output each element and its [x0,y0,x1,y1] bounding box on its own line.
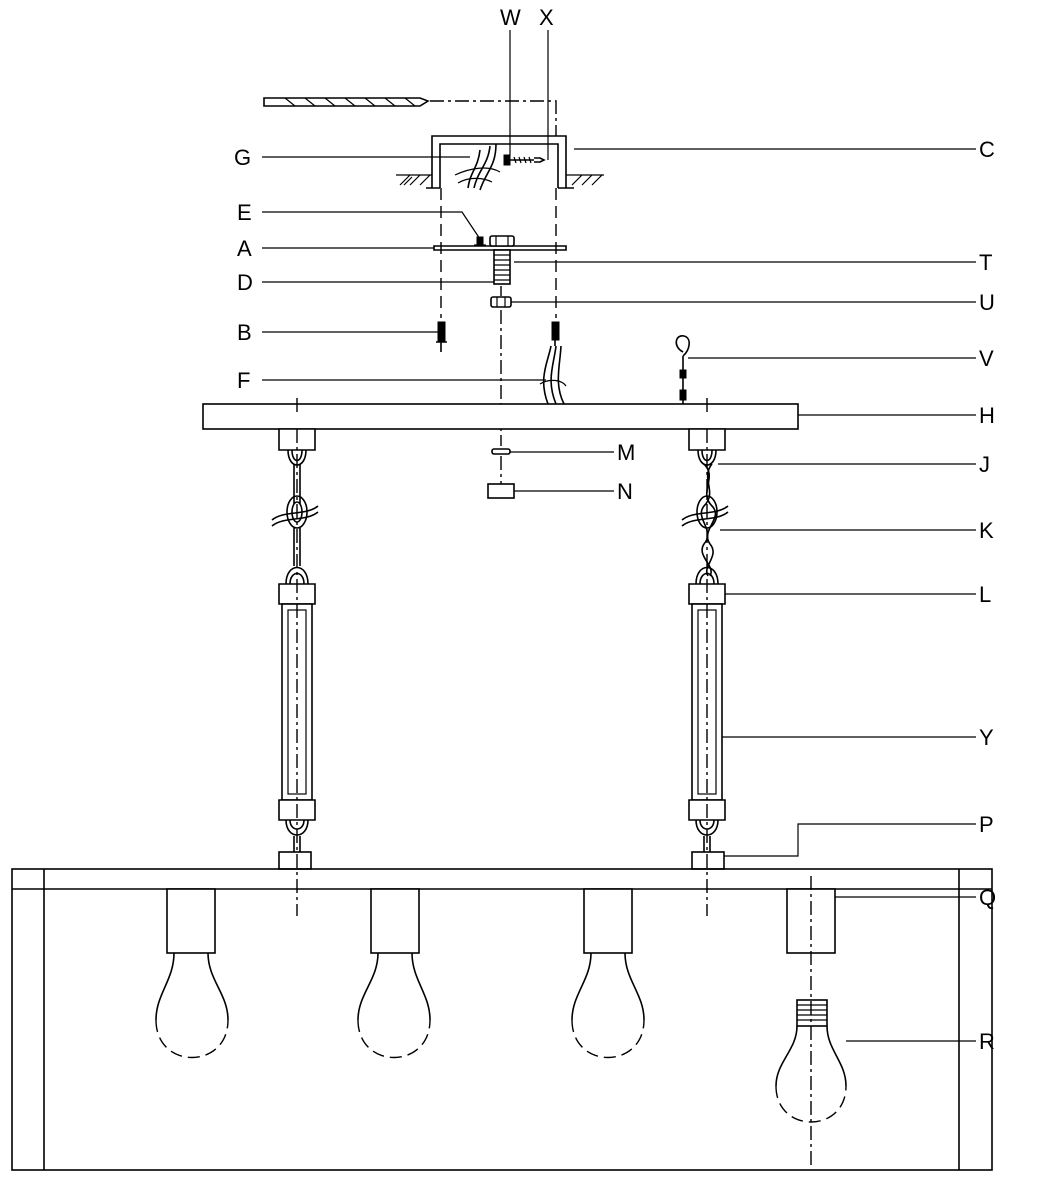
ground-screw-e [474,236,486,246]
canopy [202,403,799,430]
label-n: N [617,479,633,504]
label-b: B [237,320,252,345]
label-t: T [979,250,992,275]
label-u: U [979,290,995,315]
right-hanger-assembly [681,428,729,916]
hex-nut-u [490,296,512,308]
label-w: W [500,5,521,30]
label-l: L [979,582,991,607]
label-q: Q [979,885,996,910]
label-m: M [617,440,635,465]
label-a: A [237,236,252,261]
label-d: D [237,270,253,295]
supply-wires [454,143,501,191]
drill-bit [263,97,557,136]
bulb-3 [571,952,645,1059]
threaded-nipple [493,249,511,285]
cap-nut-n [487,483,515,499]
label-g: G [234,145,251,170]
bulb-2 [357,952,431,1059]
socket-1 [166,888,216,954]
label-k: K [979,518,994,543]
canopy-screw-b [436,188,560,352]
label-p: P [979,812,994,837]
label-v: V [979,346,994,371]
label-j: J [979,452,990,477]
socket-4 [786,888,836,954]
mounting-crossbar [433,245,567,251]
ground-wire-loop [675,335,690,404]
bulb-4 [775,999,847,1123]
socket-3 [583,888,633,954]
junction-box [396,135,604,189]
washer-m [491,448,511,455]
label-h: H [979,403,995,428]
label-y: Y [979,725,994,750]
part-labels: W X C G E A T D U B V F H M J N K L Y P … [234,5,996,1054]
bulb-1 [155,952,229,1059]
fixture-frame [11,868,993,1171]
fixture-wires [539,345,567,405]
label-e: E [237,200,252,225]
lock-nut-t [489,235,515,247]
left-hanger-assembly [271,428,319,916]
label-f: F [237,368,250,393]
label-c: C [979,137,995,162]
socket-2 [370,888,420,954]
label-x: X [539,5,554,30]
mounting-screw-w [503,154,534,166]
label-r: R [979,1029,995,1054]
ground-screw-x [534,157,546,163]
leader-lines [262,30,976,1042]
